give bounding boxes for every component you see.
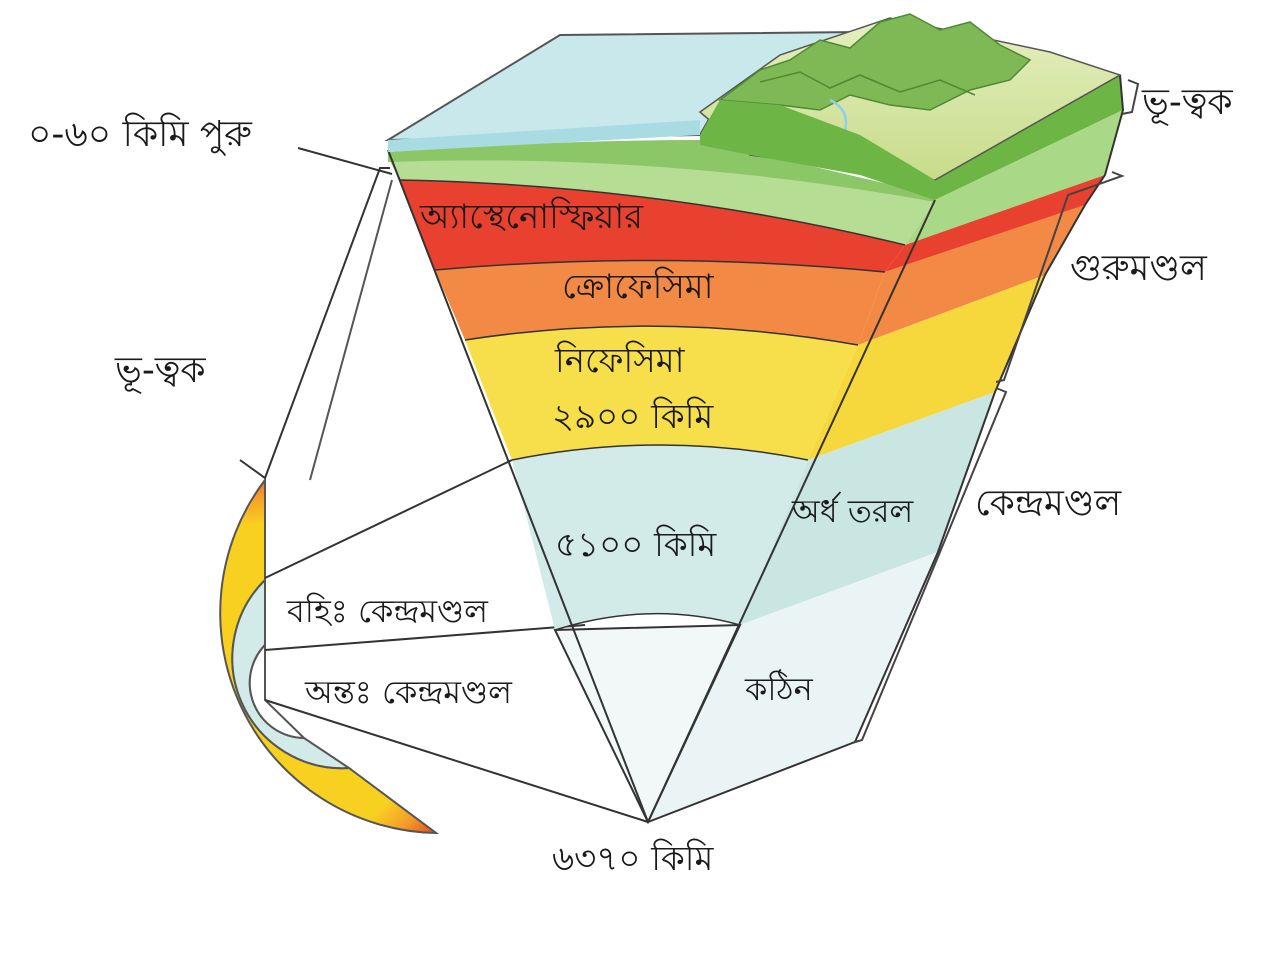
core-brace [851, 387, 1008, 744]
crust-right-label: ভূ-ত্বক [1141, 82, 1233, 126]
surface-top [384, 13, 1122, 200]
labels: ০-৬০ কিমি পুরু ভূ-ত্বক ভূ-ত্বক অ্যাস্থেন… [28, 82, 1233, 879]
core-label: কেন্দ্রমণ্ডল [975, 483, 1122, 524]
projection-lines [239, 167, 649, 823]
wedge-side-face [648, 74, 1125, 822]
nifesima-layer [465, 326, 858, 460]
crofesima-layer [435, 260, 885, 345]
earth-cross-section [219, 477, 440, 835]
crust-projection-line [239, 167, 390, 480]
crust-thickness-pointer [297, 147, 393, 175]
outer-core-label: বহিঃ কেন্দ্রমণ্ডল [286, 592, 489, 630]
mantle-label: গুরুমণ্ডল [1070, 248, 1208, 289]
crust-thickness-label: ০-৬০ কিমি পুরু [28, 113, 253, 156]
asthenosphere-label: অ্যাস্থেনোস্ফিয়ার [419, 197, 644, 237]
semi-liquid-label: অর্ধ তরল [791, 492, 914, 530]
right-braces [851, 79, 1140, 744]
crofesima-label: ক্রোফেসিমা [562, 267, 715, 307]
asthenosphere-layer [400, 180, 905, 272]
inner-core-label: অন্তঃ কেন্দ্রমণ্ডল [304, 673, 513, 711]
depth-6370-label: ৬৩৭০ কিমি [552, 839, 714, 879]
solid-label: কঠিন [744, 669, 814, 708]
crust-brace [1121, 79, 1140, 115]
crust-left-label: ভূ-ত্বক [114, 350, 206, 394]
depth-2900-label: ২৯০০ কিমি [552, 397, 714, 437]
mantle-brace [995, 171, 1125, 383]
nifesima-label: নিফেসিমা [554, 341, 686, 381]
depth-5100-label: ৫১০০ কিমি [555, 525, 717, 565]
wedge-front-face [387, 140, 936, 825]
inner-core-ring [248, 642, 307, 740]
outer-core-layer [512, 445, 808, 630]
